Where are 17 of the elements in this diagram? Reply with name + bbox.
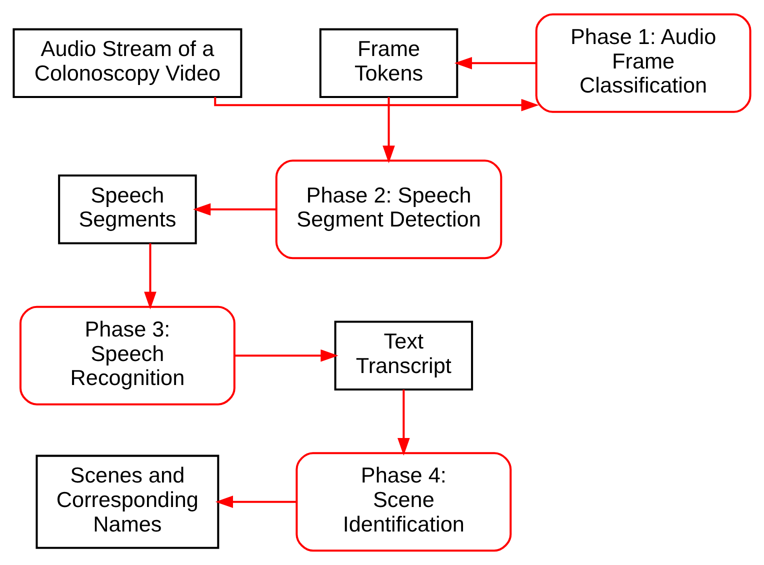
arrow: [214, 97, 539, 112]
arrow: [193, 203, 276, 216]
arrow: [382, 97, 395, 164]
arrow: [144, 243, 156, 310]
node-box: Scenes and Corresponding Names: [36, 454, 220, 549]
node-box: Phase 3: Speech Recognition: [19, 306, 236, 406]
arrow: [454, 56, 536, 70]
arrow: [215, 496, 296, 508]
node-box: Phase 1: Audio Frame Classification: [535, 13, 752, 113]
node-box: Audio Stream of a Colonoscopy Video: [12, 28, 242, 98]
node-box: Text Transcript: [334, 320, 474, 390]
arrow: [398, 390, 410, 456]
node-box: Frame Tokens: [319, 28, 458, 98]
node-box: Phase 4: Scene Identification: [296, 452, 512, 552]
node-box: Phase 2: Speech Segment Detection: [275, 160, 502, 260]
node-box: Speech Segments: [58, 174, 197, 244]
arrow: [234, 349, 338, 362]
